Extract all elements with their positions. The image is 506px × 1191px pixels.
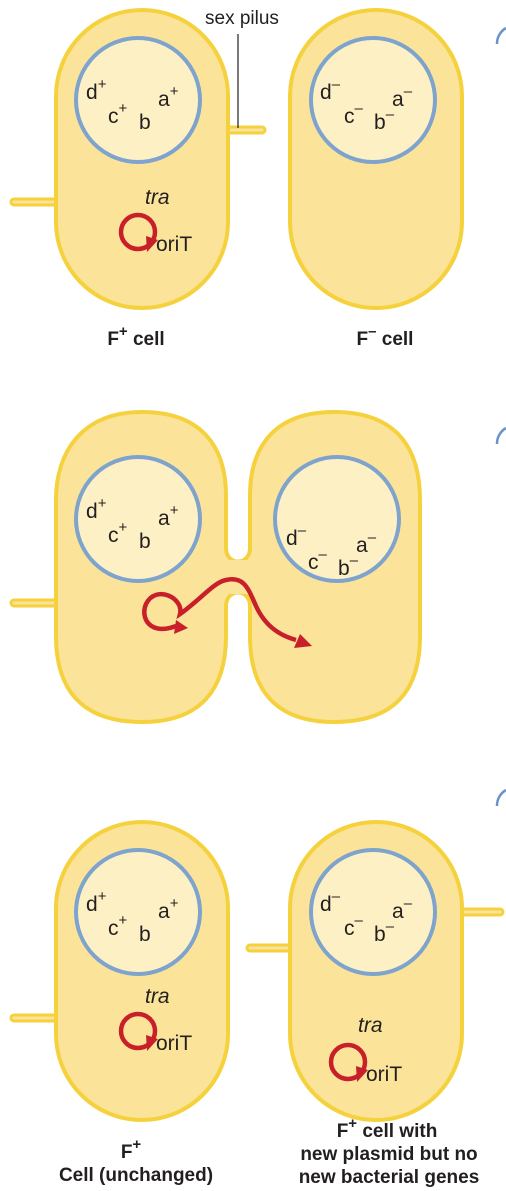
svg-text:d+: d+ <box>86 888 107 916</box>
genes-plus: d+ c+ a+ b <box>86 76 179 134</box>
svg-text:d–: d– <box>320 888 341 916</box>
svg-text:b: b <box>139 923 151 946</box>
plasmid <box>118 1011 158 1051</box>
right-label-line2: new plasmid but no <box>300 1144 477 1165</box>
svg-text:d–: d– <box>320 76 341 104</box>
f-minus-label: F– cell <box>357 323 414 350</box>
f-plus-label: F+ cell <box>107 323 164 350</box>
left-label-line2: Cell (unchanged) <box>59 1165 213 1186</box>
genes-plus: d+ c+ a+ b <box>86 495 179 553</box>
panel-1: sex pilus d+ c+ a+ b tra oriT d– c– a– b… <box>9 8 506 350</box>
genes-plus: d+ c+ a+ b <box>86 888 179 946</box>
svg-text:c+: c+ <box>108 100 128 128</box>
svg-text:b–: b– <box>374 106 395 134</box>
svg-text:a–: a– <box>392 83 413 111</box>
svg-text:d+: d+ <box>86 76 107 104</box>
nucleoid <box>74 455 202 583</box>
genes-minus: d– c– a– b– <box>320 76 413 134</box>
orit-label: oriT <box>366 1063 402 1086</box>
svg-text:d–: d– <box>286 522 307 550</box>
nucleoid <box>74 36 202 164</box>
svg-text:b–: b– <box>374 918 395 946</box>
genes-minus: d– c– a– b– <box>286 522 377 580</box>
sex-pilus-label: sex pilus <box>205 8 279 29</box>
step-marker-3 <box>495 788 506 807</box>
plasmid <box>328 1042 368 1082</box>
svg-text:c+: c+ <box>108 912 128 940</box>
nucleoid <box>309 36 437 164</box>
nucleoid <box>309 848 437 976</box>
right-label-line3: new bacterial genes <box>299 1167 480 1188</box>
svg-text:a–: a– <box>356 529 377 557</box>
svg-text:a–: a– <box>392 895 413 923</box>
svg-text:d+: d+ <box>86 495 107 523</box>
step-marker-2 <box>495 426 506 445</box>
transferring-plasmid <box>142 576 312 648</box>
svg-text:c–: c– <box>344 100 364 128</box>
tra-label: tra <box>358 1014 383 1037</box>
svg-text:b: b <box>139 530 151 553</box>
svg-text:a+: a+ <box>158 502 179 530</box>
panel-2: d+ c+ a+ b d– c– a– b– <box>9 409 506 725</box>
svg-text:c+: c+ <box>108 519 128 547</box>
nucleoid <box>273 455 401 583</box>
left-label-line1: F+ <box>121 1136 142 1163</box>
step-marker-1 <box>495 26 506 45</box>
tra-label: tra <box>145 985 170 1008</box>
genes-minus: d– c– a– b– <box>320 888 413 946</box>
plasmid <box>118 212 158 252</box>
svg-text:a+: a+ <box>158 895 179 923</box>
orit-label: oriT <box>156 1032 192 1055</box>
nucleoid <box>74 848 202 976</box>
svg-text:a+: a+ <box>158 83 179 111</box>
svg-text:b–: b– <box>338 552 359 580</box>
right-label-line1: F+ cell with <box>337 1115 438 1142</box>
orit-label: oriT <box>156 233 192 256</box>
panel-3: d+ c+ a+ b tra oriT d– c– a– b– tra oriT… <box>9 788 506 1188</box>
tra-label: tra <box>145 186 170 209</box>
svg-text:c–: c– <box>344 912 364 940</box>
svg-text:c–: c– <box>308 546 328 574</box>
svg-text:b: b <box>139 111 151 134</box>
